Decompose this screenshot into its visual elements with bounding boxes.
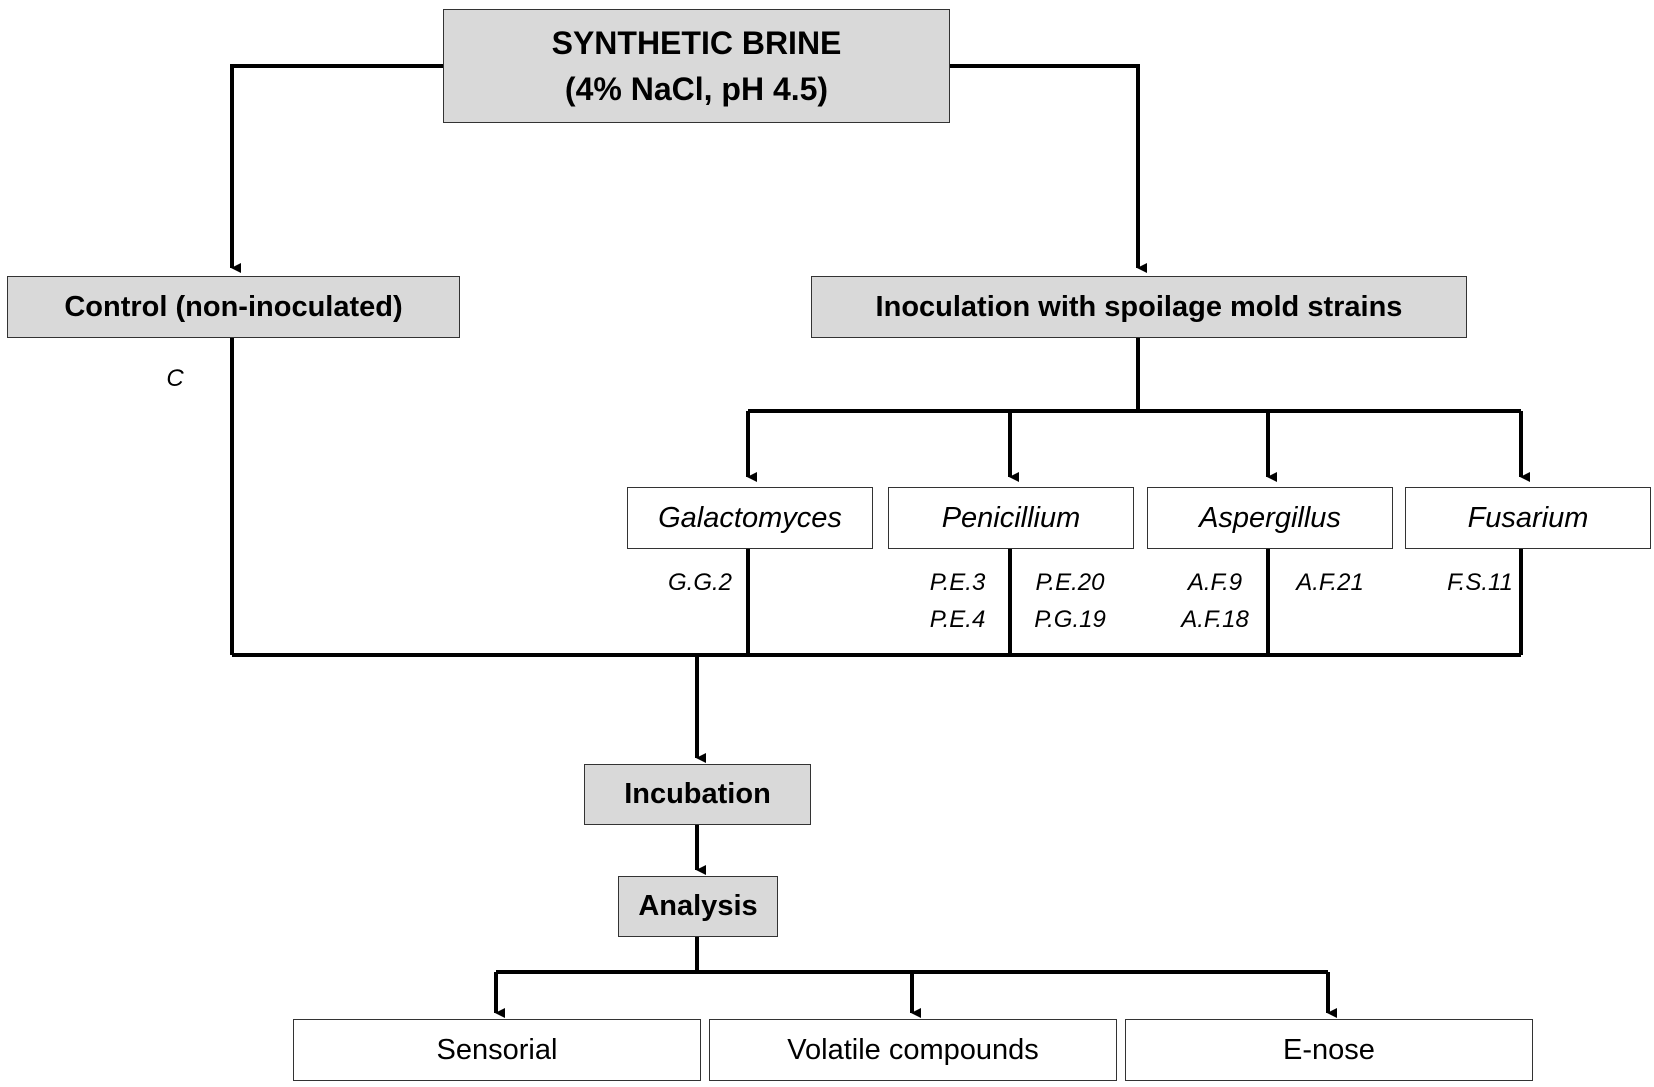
strain-label: P.E.20: [1035, 569, 1105, 596]
genus-aspergillus-label: Aspergillus: [1199, 501, 1341, 534]
outcome-volatile-compounds-box: Volatile compounds: [709, 1019, 1117, 1081]
strain-label: P.E.3: [929, 569, 986, 596]
strain-label: F.S.11: [1447, 569, 1513, 596]
incubation-label: Incubation: [624, 778, 771, 810]
strain-label: P.E.4: [929, 606, 986, 633]
control-strain: C: [166, 365, 184, 392]
strain-list-penicillium-left: P.E.3 P.E.4: [910, 564, 1005, 638]
genus-fusarium-box: Fusarium: [1405, 487, 1651, 549]
synthetic-brine-title: SYNTHETIC BRINE: [551, 25, 842, 61]
strain-list-fusarium: F.S.11: [1430, 564, 1530, 601]
connector-root-to-control: [230, 64, 443, 273]
control-box: Control (non-inoculated): [7, 276, 460, 338]
outcome-volatile-compounds-label: Volatile compounds: [787, 1033, 1039, 1066]
connector-root-to-inoculation: [950, 64, 1147, 273]
genus-fusarium-label: Fusarium: [1467, 501, 1589, 534]
genus-penicillium-label: Penicillium: [941, 501, 1081, 534]
synthetic-brine-box: SYNTHETIC BRINE (4% NaCl, pH 4.5): [443, 9, 950, 123]
strain-list-aspergillus-right: A.F.21: [1280, 564, 1380, 601]
outcome-enose-box: E-nose: [1125, 1019, 1533, 1081]
synthetic-brine-conditions: (4% NaCl, pH 4.5): [564, 71, 829, 107]
strain-label: A.F.21: [1296, 569, 1364, 596]
strain-label: G.G.2: [667, 569, 733, 596]
strain-list-galactomyces: G.G.2: [650, 564, 750, 601]
genus-galactomyces-label: Galactomyces: [658, 501, 842, 534]
genus-galactomyces-box: Galactomyces: [627, 487, 873, 549]
analysis-box: Analysis: [618, 876, 778, 937]
genus-aspergillus-box: Aspergillus: [1147, 487, 1393, 549]
strain-label: A.F.9: [1187, 569, 1243, 596]
control-label: Control (non-inoculated): [64, 290, 403, 323]
strain-list-aspergillus-left: A.F.9 A.F.18: [1165, 564, 1265, 638]
outcome-sensorial-label: Sensorial: [436, 1033, 558, 1066]
strain-list-penicillium-right: P.E.20 P.G.19: [1020, 564, 1120, 638]
strain-label: P.G.19: [1034, 606, 1106, 633]
outcome-sensorial-box: Sensorial: [293, 1019, 701, 1081]
outcome-enose-label: E-nose: [1283, 1033, 1375, 1066]
strain-label: A.F.18: [1181, 606, 1249, 633]
inoculation-box: Inoculation with spoilage mold strains: [811, 276, 1467, 338]
inoculation-label: Inoculation with spoilage mold strains: [875, 290, 1403, 323]
genus-penicillium-box: Penicillium: [888, 487, 1134, 549]
analysis-label: Analysis: [638, 890, 758, 922]
incubation-box: Incubation: [584, 764, 811, 825]
